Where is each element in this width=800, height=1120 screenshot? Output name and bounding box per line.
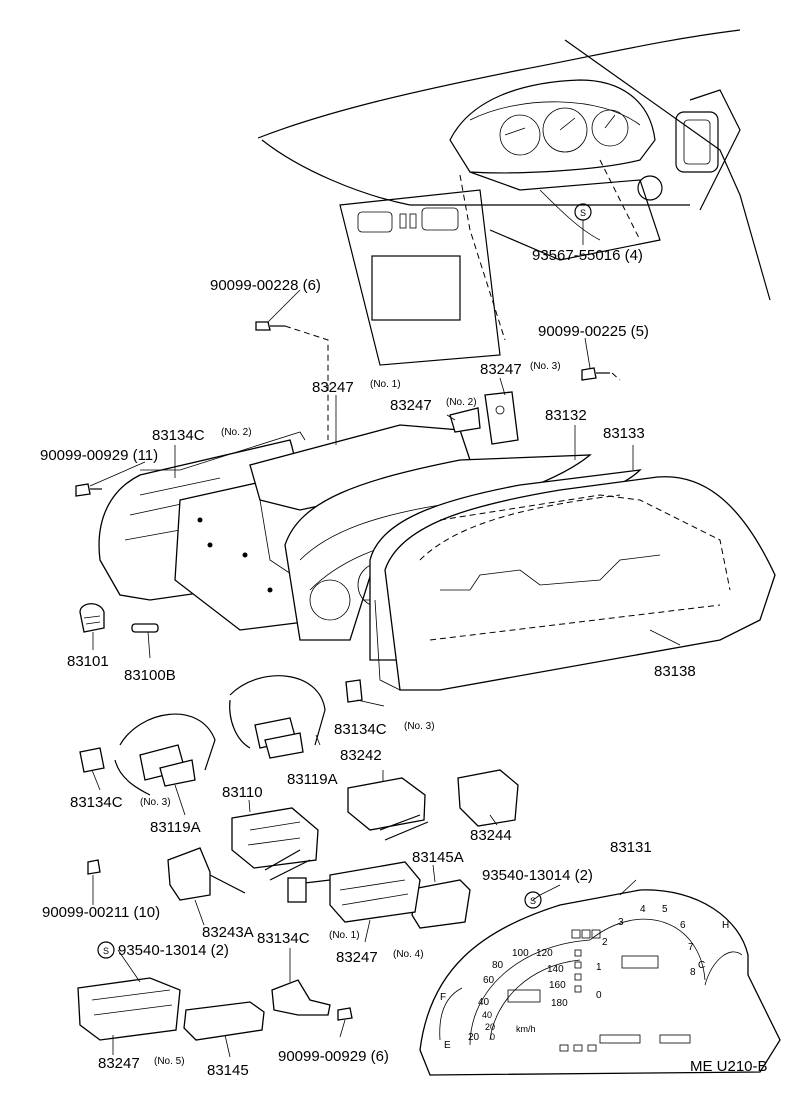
label-83134c-no3-left: 83134C	[70, 794, 123, 811]
temp-cold: C	[698, 960, 705, 971]
speed-tick-180: 180	[551, 998, 568, 1009]
label-83134c-no3-right: 83134C	[334, 721, 387, 738]
s-symbol-left: S	[103, 946, 109, 956]
speed-tick-160: 160	[549, 980, 566, 991]
label-83134c-no2-note: (No. 2)	[221, 427, 252, 438]
label-83247-no1: 83247	[312, 379, 354, 396]
label-83134c-no3-left-note: (No. 3)	[140, 797, 171, 808]
label-83242: 83242	[340, 747, 382, 764]
speed-tick-140: 140	[547, 964, 564, 975]
temp-hot: H	[722, 920, 729, 931]
tach-tick-5: 5	[662, 904, 668, 915]
fuel-full: F	[440, 992, 446, 1003]
label-90099-00929-11: 90099-00929 (11)	[40, 447, 158, 464]
label-90099-00225: 90099-00225 (5)	[538, 323, 649, 340]
speed-unit: km/h	[516, 1024, 536, 1034]
speed-tick-60: 60	[483, 975, 495, 986]
label-90099-00228: 90099-00228 (6)	[210, 277, 321, 294]
label-83133: 83133	[603, 425, 645, 442]
label-83134c-no3-right-note: (No. 3)	[404, 721, 435, 732]
label-83247-no2-note: (No. 2)	[446, 397, 477, 408]
tach-tick-2: 2	[602, 937, 608, 948]
label-83247-no4: 83247	[336, 949, 378, 966]
tach-tick-3: 3	[618, 917, 624, 928]
label-83145a: 83145A	[412, 849, 464, 866]
speed-tick-120: 120	[536, 948, 553, 959]
speed-tick-20: 20	[468, 1032, 480, 1043]
tach-tick-1: 1	[596, 962, 602, 973]
label-83247-no1-note: (No. 1)	[370, 379, 401, 390]
label-83247-no2: 83247	[390, 397, 432, 414]
inner-tick-0: 0	[490, 1032, 495, 1042]
label-83101: 83101	[67, 653, 109, 670]
label-83247-no5-note: (No. 5)	[154, 1056, 185, 1067]
fuel-empty: E	[444, 1040, 451, 1051]
meter-assembly	[98, 391, 776, 691]
bulb-parts	[79, 603, 159, 633]
tach-tick-6: 6	[680, 920, 686, 931]
label-83119a-left: 83119A	[150, 819, 201, 836]
dashboard-illustration: S	[257, 29, 771, 366]
label-83100b: 83100B	[124, 667, 176, 684]
speed-zero: 0	[596, 990, 602, 1001]
label-83247-no5: 83247	[98, 1055, 140, 1072]
label-83134c-no2: 83134C	[152, 427, 205, 444]
part-labels: 93567-55016 (4) 90099-00228 (6) 90099-00…	[40, 247, 768, 1079]
label-83145: 83145	[207, 1062, 249, 1079]
label-83247-no4-note: (No. 4)	[393, 949, 424, 960]
label-83110: 83110	[222, 784, 263, 801]
tach-tick-4: 4	[640, 904, 646, 915]
gauge-face: 20 40 60 80 100 120 140 160 180 km/h 0 2…	[419, 889, 781, 1076]
label-90099-00929-6: 90099-00929 (6)	[278, 1048, 389, 1065]
tach-tick-8: 8	[690, 967, 696, 978]
tach-tick-7: 7	[688, 942, 694, 953]
module-parts	[77, 769, 519, 1041]
label-83247-no3: 83247	[480, 361, 522, 378]
s-symbol-dash: S	[580, 208, 586, 218]
inner-tick-20: 20	[485, 1022, 495, 1032]
inner-tick-40: 40	[482, 1010, 492, 1020]
label-83132: 83132	[545, 407, 587, 424]
speed-tick-40: 40	[478, 997, 490, 1008]
s-symbols: S S	[97, 891, 542, 959]
wire-harness-parts	[79, 675, 363, 796]
label-83134c-no1: 83134C	[257, 930, 310, 947]
label-90099-00211: 90099-00211 (10)	[42, 904, 160, 921]
label-83243a: 83243A	[202, 924, 254, 941]
leader-lines	[89, 289, 681, 1058]
label-93540-13014-right: 93540-13014 (2)	[482, 867, 593, 884]
label-83138: 83138	[654, 663, 696, 680]
diagram-code: ME U210-B	[690, 1058, 768, 1075]
label-83247-no3-note: (No. 3)	[530, 361, 561, 372]
speed-tick-80: 80	[492, 960, 504, 971]
s-symbol-right: S	[530, 896, 536, 906]
label-83131: 83131	[610, 839, 652, 856]
label-93540-13014-left: 93540-13014 (2)	[118, 942, 229, 959]
label-93567-55016: 93567-55016 (4)	[532, 247, 643, 264]
label-83134c-no1-note: (No. 1)	[329, 930, 360, 941]
speed-tick-100: 100	[512, 948, 529, 959]
label-83244: 83244	[470, 827, 512, 844]
label-83119a-right: 83119A	[287, 771, 338, 788]
screws	[75, 321, 621, 1021]
